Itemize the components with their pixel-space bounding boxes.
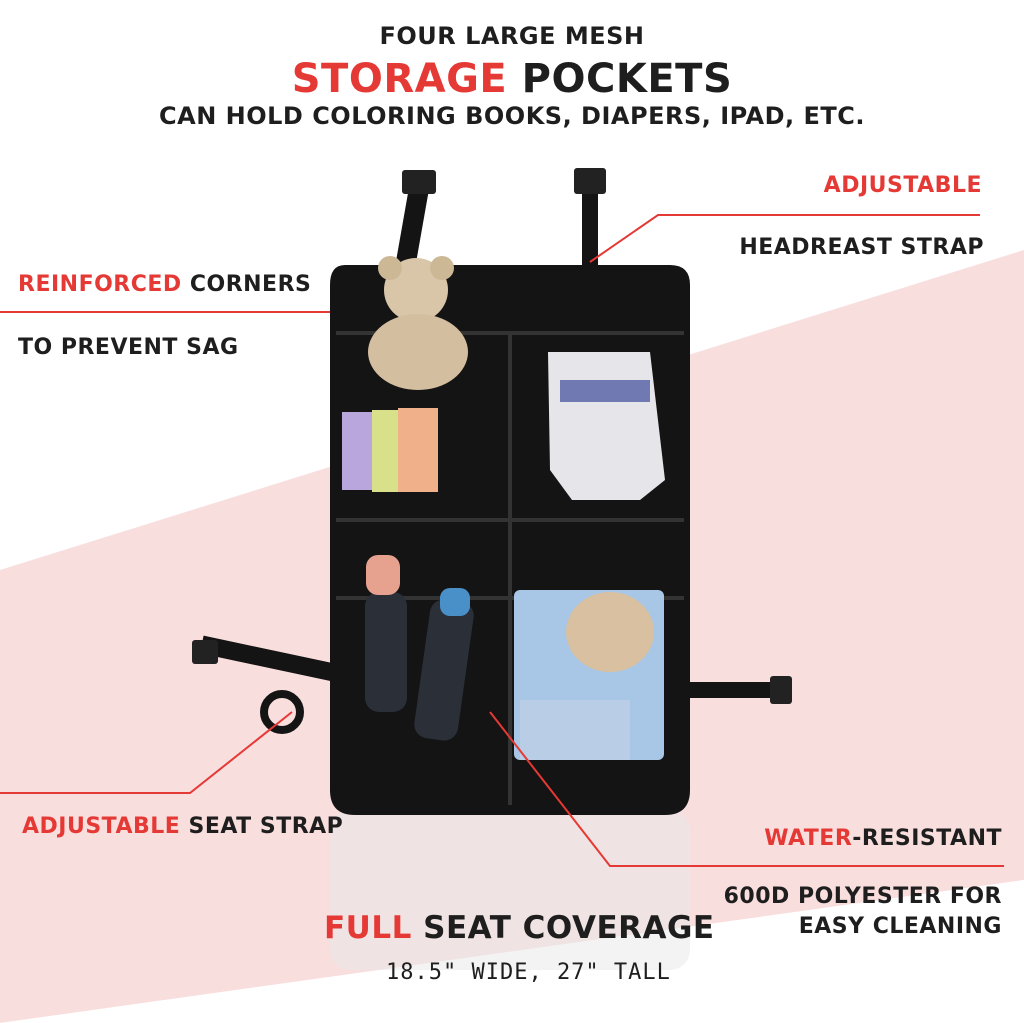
callout-reinforced-red: REINFORCED (18, 272, 182, 297)
callout-polyester: 600D POLYESTER FOR (723, 884, 1002, 909)
header-pockets: POCKETS (507, 56, 733, 102)
header-line-3: CAN HOLD COLORING BOOKS, DIAPERS, IPAD, … (159, 102, 865, 130)
callout-coverage-red: FULL (324, 910, 412, 946)
callout-coverage: FULL SEAT COVERAGE (324, 910, 715, 946)
callout-adjustable-red: ADJUSTABLE (823, 173, 982, 198)
callout-coverage-dark: SEAT COVERAGE (411, 910, 715, 946)
callout-easy-cleaning: EASY CLEANING (798, 914, 1002, 939)
callout-headrest-strap: HEADREAST STRAP (739, 235, 984, 260)
callout-water-red: WATER (764, 826, 853, 851)
callout-adjustable: ADJUSTABLE (824, 173, 982, 198)
header-line-2: STORAGE POCKETS (0, 56, 1024, 102)
callout-reinforced-dark: CORNERS (181, 272, 312, 297)
callout-water-dark: -RESISTANT (852, 826, 1002, 851)
callout-dimensions: 18.5" WIDE, 27" TALL (386, 960, 671, 985)
callout-reinforced: REINFORCED CORNERS (18, 272, 311, 297)
callout-seat-strap-red: ADJUSTABLE (22, 814, 181, 839)
callout-water: WATER-RESISTANT (764, 826, 1002, 851)
header-storage: STORAGE (291, 56, 508, 102)
header-line-1: FOUR LARGE MESH (379, 22, 645, 50)
callout-seat-strap-dark: SEAT STRAP (180, 814, 344, 839)
callout-seat-strap: ADJUSTABLE SEAT STRAP (22, 814, 343, 839)
callout-prevent-sag: TO PREVENT SAG (18, 335, 239, 360)
